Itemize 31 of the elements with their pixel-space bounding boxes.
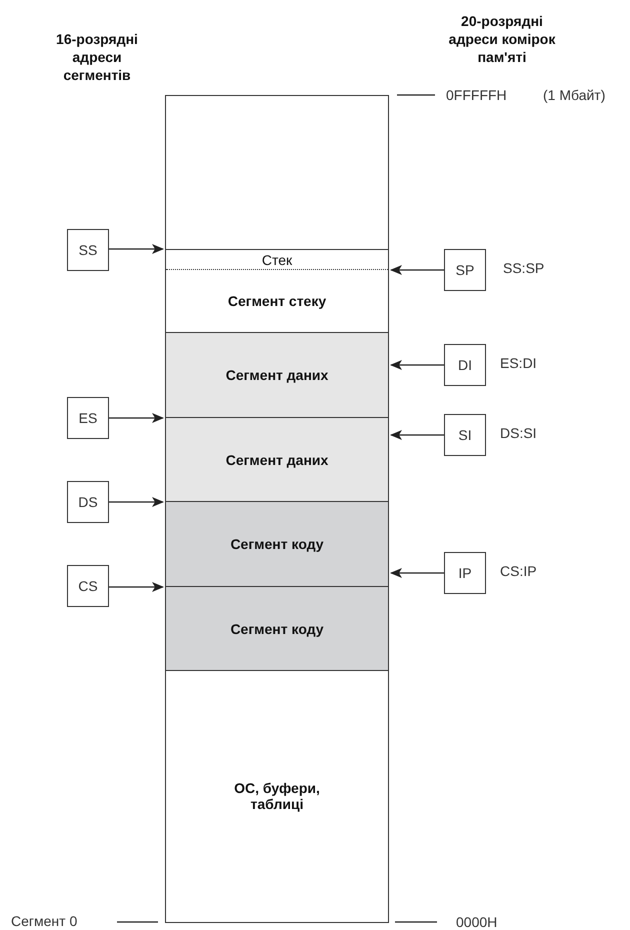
register-box: SS — [67, 229, 109, 271]
register-box: SP — [444, 249, 486, 291]
arrow — [390, 265, 444, 275]
arrow — [390, 430, 444, 440]
column-heading: 20-розрядні адреси комірок пам'яті — [448, 12, 556, 66]
memory-segment: Сегмент коду — [166, 587, 388, 671]
address-note: (1 Мбайт) — [543, 87, 606, 103]
register-pair-label: SS:SP — [503, 260, 544, 276]
arrow — [390, 360, 444, 370]
register-pair-label: DS:SI — [500, 425, 537, 441]
register-pair-label: ES:DI — [500, 355, 537, 371]
register-box: IP — [444, 552, 486, 594]
arrow — [390, 568, 444, 578]
arrow — [109, 497, 164, 507]
register-box: DI — [444, 344, 486, 386]
memory-segment: Сегмент даних — [166, 333, 388, 418]
memory-segment: Сегмент даних — [166, 418, 388, 502]
arrow — [109, 582, 164, 592]
arrow — [109, 244, 164, 254]
address-label: 0FFFFFH — [446, 87, 507, 103]
register-box: SI — [444, 414, 486, 456]
register-box: CS — [67, 565, 109, 607]
column-heading: 16-розрядні адреси сегментів — [55, 30, 139, 84]
memory-segment: Сегмент коду — [166, 502, 388, 587]
arrow — [109, 413, 164, 423]
register-box: DS — [67, 481, 109, 523]
address-label: 0000H — [456, 914, 498, 930]
register-box: ES — [67, 397, 109, 439]
segment-label: Сегмент 0 — [11, 913, 78, 929]
memory-map-column — [165, 95, 389, 923]
register-pair-label: CS:IP — [500, 563, 537, 579]
